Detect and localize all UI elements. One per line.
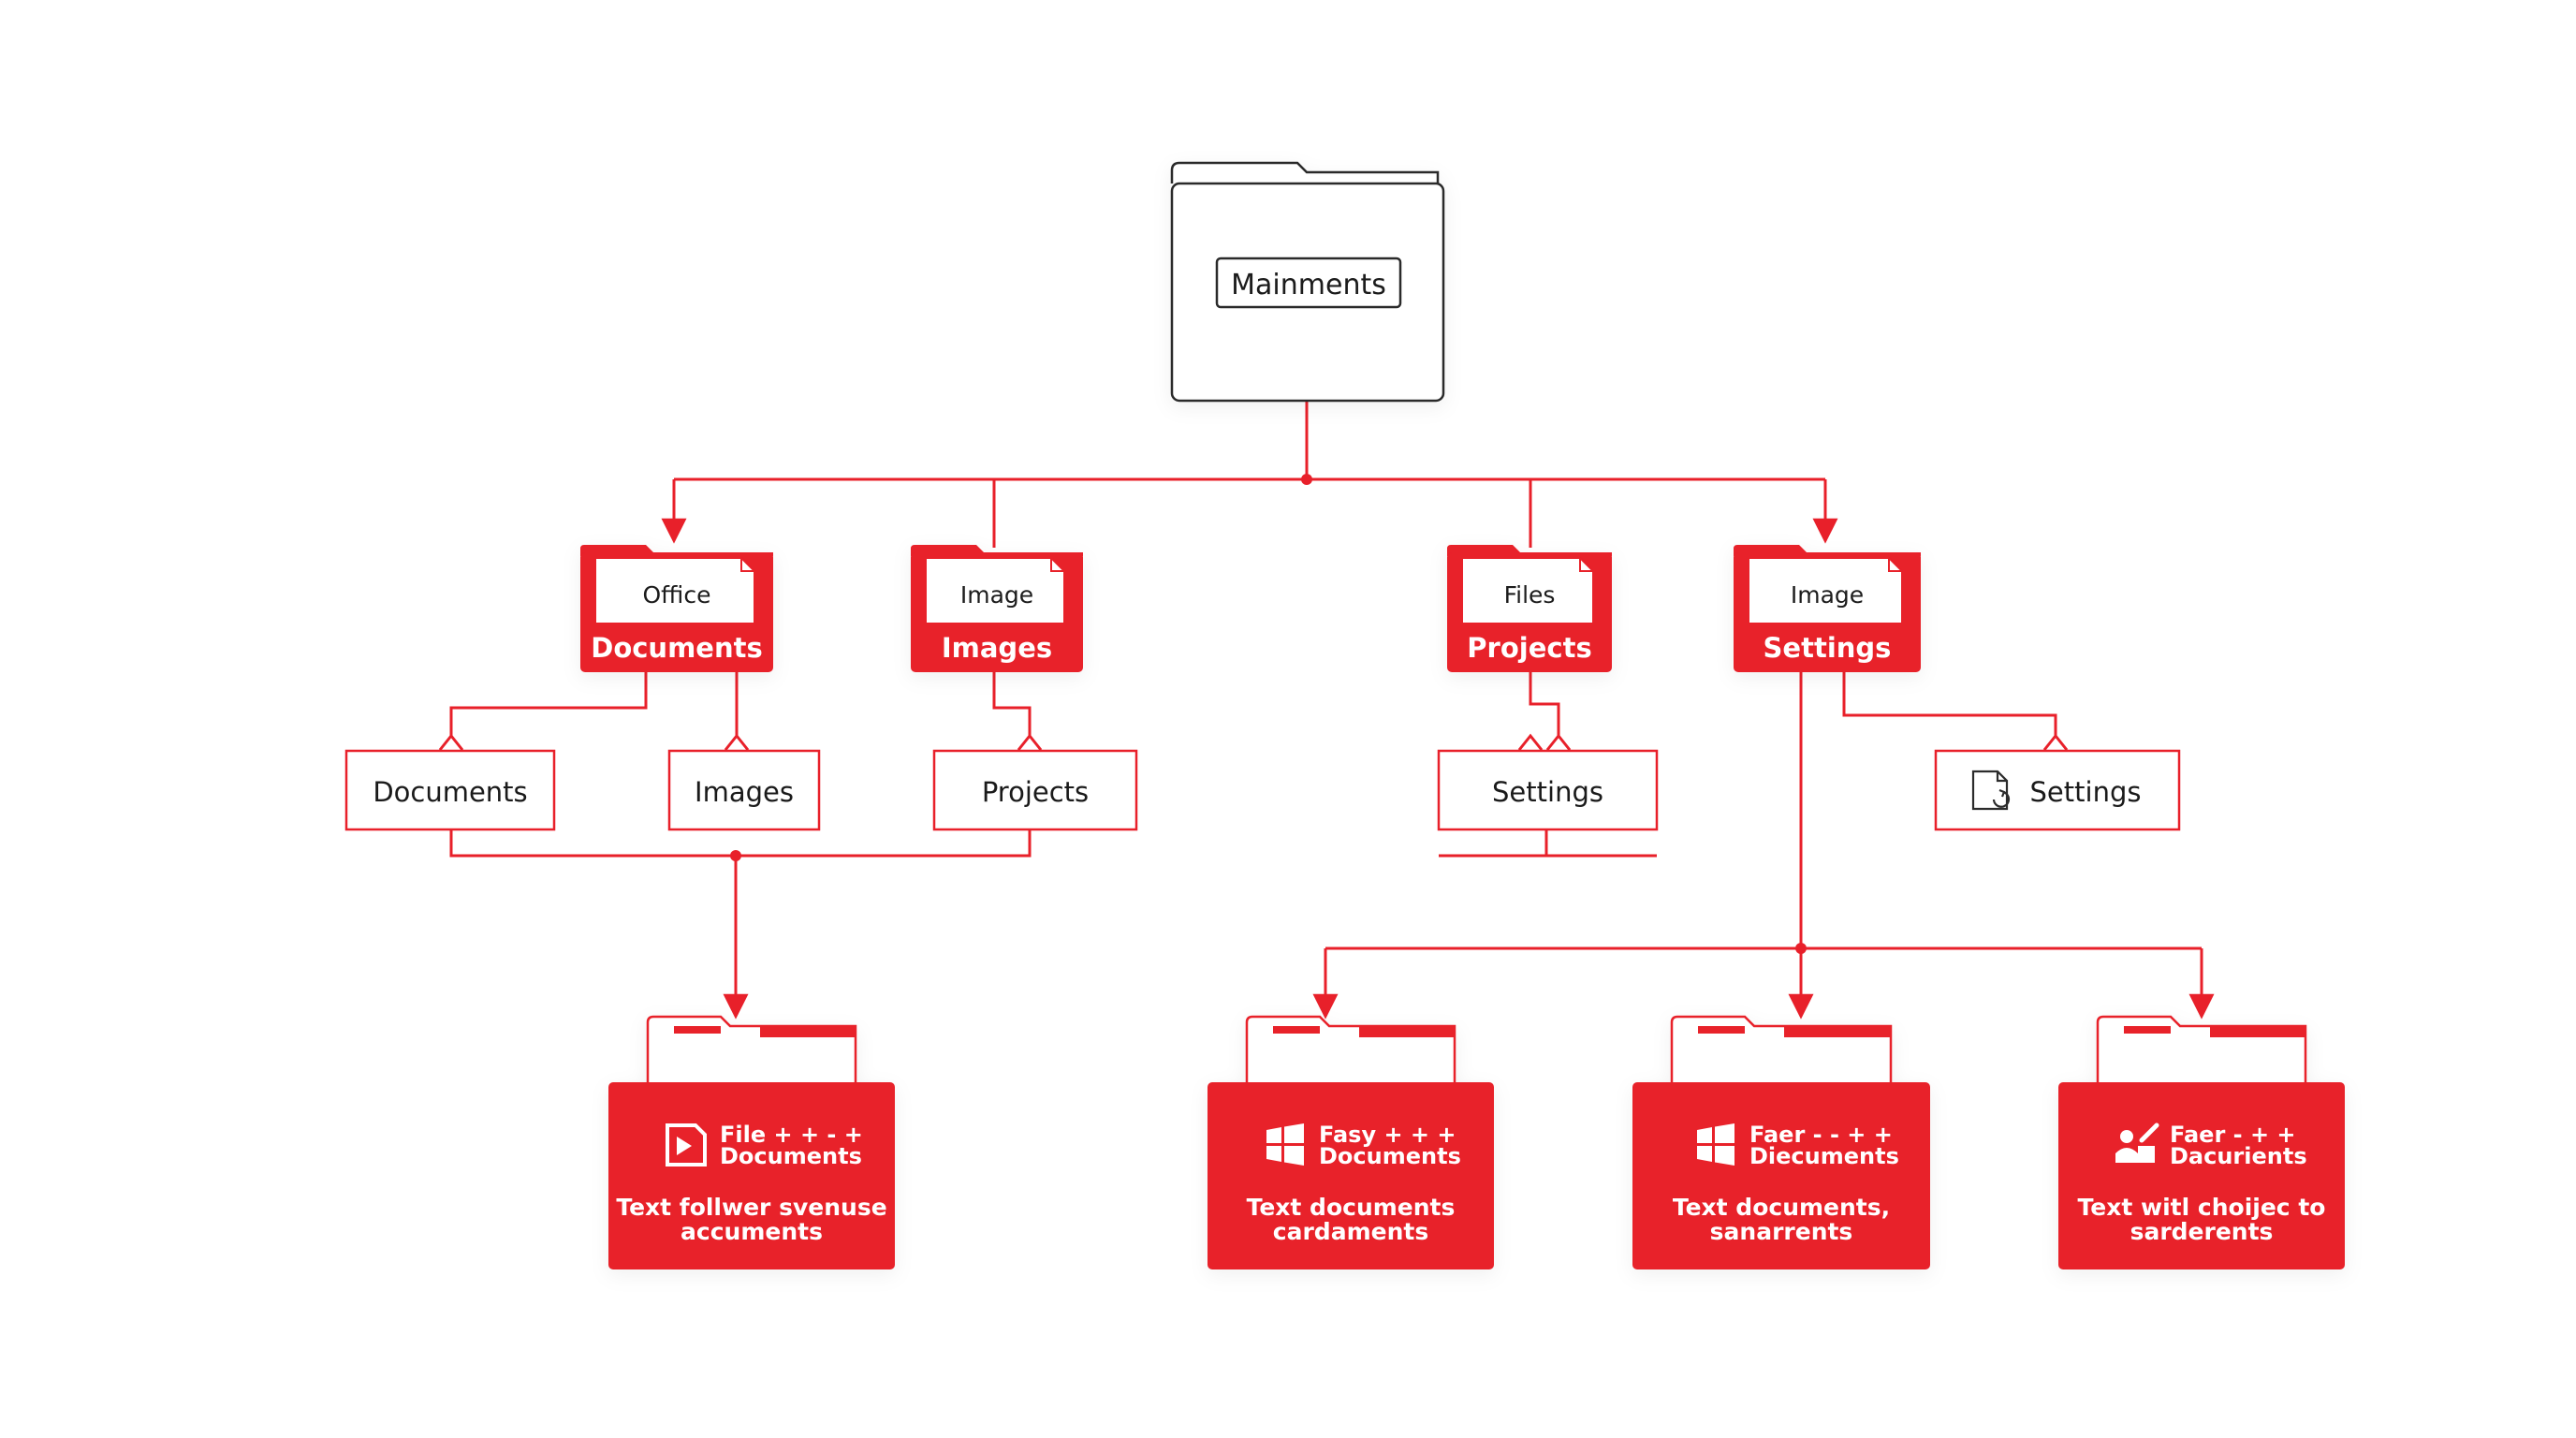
card-folder-strip — [674, 1026, 721, 1034]
card-folder-strip — [2210, 1026, 2305, 1037]
card-folder-strip — [760, 1026, 856, 1037]
folder-tab-label: Office — [643, 581, 711, 609]
connector-docs-to-box-documents — [449, 672, 648, 736]
card-text-line-1: Text documents — [1247, 1194, 1456, 1221]
crow-foot — [1545, 733, 1572, 751]
folder-tab-label: Image — [960, 581, 1033, 609]
box-frame — [932, 749, 1138, 831]
box-settings[interactable]: Settings — [1437, 749, 1659, 831]
folder-paper — [1748, 557, 1903, 624]
connector-left-boxes-bus — [449, 829, 1032, 858]
root-folder[interactable]: Mainments — [1170, 161, 1445, 403]
folder-paper-fold — [740, 558, 754, 572]
crow-foot — [2042, 733, 2069, 751]
root-label: Mainments — [1231, 269, 1386, 301]
card-folder-strip — [1359, 1026, 1455, 1037]
card-subtitle: Dacurients — [2170, 1143, 2307, 1169]
connector-lines — [438, 401, 2215, 1020]
box-frame — [667, 749, 821, 831]
folder-tab-label: Image — [1791, 581, 1864, 609]
card-subtitle: Documents — [1319, 1143, 1461, 1169]
card-text-line-2: cardaments — [1273, 1218, 1428, 1245]
box-frame — [1934, 749, 2181, 831]
crow-foot — [1517, 733, 1544, 751]
connector-settings-to-box-settings — [1842, 672, 2057, 736]
file-sync-icon — [1971, 770, 2011, 811]
box-frame — [344, 749, 556, 831]
box-documents[interactable]: Documents — [344, 749, 556, 831]
connector-under-settings-box — [1439, 829, 1657, 858]
card-text-line-1: Text witl choijec to — [2078, 1194, 2326, 1221]
connector-images-to-box-projects — [992, 672, 1032, 736]
subcategory-boxes: Documents Images Projects Settings Settings — [344, 749, 2181, 831]
card-text-line-1: Text follwer svenuse — [616, 1194, 886, 1221]
folder-paper-fold — [1888, 558, 1902, 572]
card-body — [608, 1082, 895, 1269]
folder-paper — [1461, 557, 1594, 624]
windows-icon — [1697, 1123, 1734, 1166]
card-folder-strip — [1273, 1026, 1320, 1034]
crow-foot — [1017, 733, 1043, 751]
card-title: Faer - + + — [2170, 1122, 2296, 1148]
windows-icon — [1266, 1123, 1304, 1166]
box-label: Images — [695, 776, 794, 808]
box-label: Documents — [373, 776, 527, 808]
folder-paper — [925, 557, 1065, 624]
crow-foot — [724, 733, 750, 751]
folder-title: Settings — [1764, 632, 1892, 664]
folder-paper-fold — [1579, 558, 1593, 572]
users-edit-icon — [2115, 1123, 2159, 1163]
box-images[interactable]: Images — [667, 749, 821, 831]
box-settings-with-icon[interactable]: Settings — [1934, 749, 2181, 831]
card-body — [2058, 1082, 2345, 1269]
folder-title: Projects — [1467, 632, 1591, 664]
card-folder-strip — [1784, 1026, 1891, 1037]
card-text-line-2: sanarrents — [1710, 1218, 1853, 1245]
card-text-line-2: sarderents — [2130, 1218, 2274, 1245]
box-frame — [1437, 749, 1659, 831]
card-subtitle: Documents — [720, 1143, 862, 1169]
folder-title: Images — [942, 632, 1052, 664]
connector-projects-to-box-settings — [1529, 672, 1560, 736]
folder-tab-label: Files — [1504, 581, 1556, 609]
folder-title: Documents — [591, 632, 763, 664]
media-file-icon — [666, 1123, 707, 1167]
card-text-line-2: accuments — [681, 1218, 823, 1245]
card-title: Faer - - + + — [1749, 1122, 1893, 1148]
box-label: Projects — [982, 776, 1089, 808]
card-subtitle: Diecuments — [1749, 1143, 1899, 1169]
folder-paper-fold — [1050, 558, 1064, 572]
root-folder-outline — [1170, 161, 1440, 183]
card-folder-strip — [2124, 1026, 2171, 1034]
folder-paper — [594, 557, 755, 624]
card-title: File + + - + — [720, 1122, 863, 1148]
card-folder-strip — [1698, 1026, 1745, 1034]
category-folders: OfficeDocumentsImageImagesFilesProjectsI… — [580, 545, 1921, 672]
crow-foot — [438, 733, 464, 751]
card-text-line-1: Text documents, — [1673, 1194, 1890, 1221]
box-projects[interactable]: Projects — [932, 749, 1138, 831]
root-label-box — [1215, 257, 1402, 309]
box-label: Settings — [2030, 776, 2142, 808]
box-label: Settings — [1492, 776, 1603, 808]
card-title: Fasy + + + — [1319, 1122, 1456, 1148]
